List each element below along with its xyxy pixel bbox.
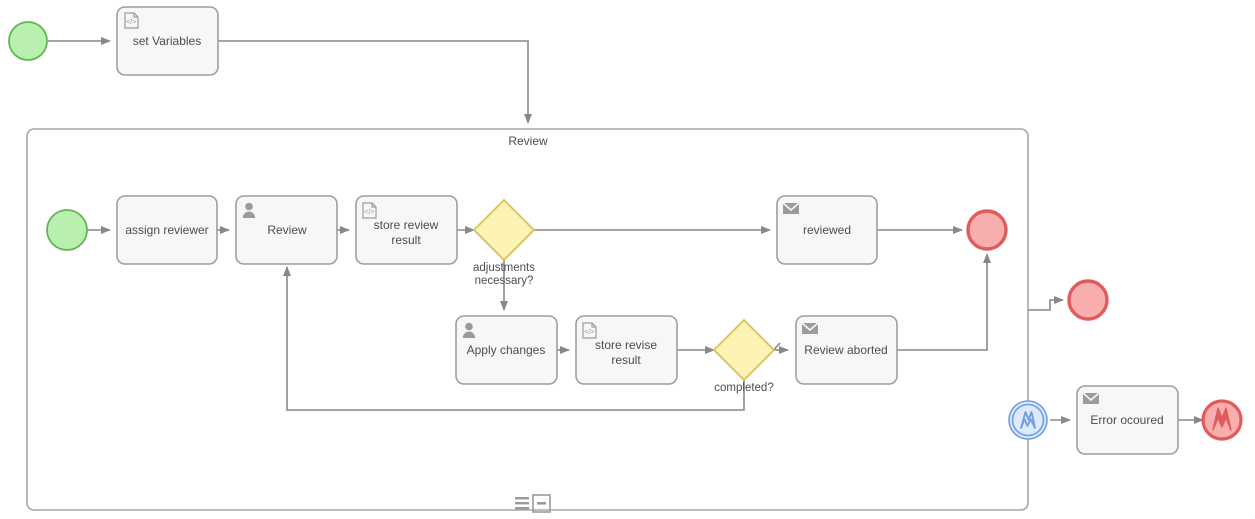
subprocess-end-event[interactable]: [1067, 279, 1109, 321]
task-assign-reviewer-label: assign reviewer: [125, 223, 208, 237]
task-store-revise-result[interactable]: </> store revise result: [575, 315, 678, 385]
error-bolt-icon: [1020, 411, 1036, 429]
svg-text:</>: </>: [126, 19, 136, 26]
task-store-review-result[interactable]: </> store review result: [355, 195, 458, 265]
task-store-review-result-box[interactable]: [355, 195, 458, 265]
user-task-icon: [462, 322, 476, 338]
flow-setvariables-to-subprocess: [218, 40, 532, 124]
task-apply-changes[interactable]: Apply changes: [455, 315, 558, 385]
parallel-multi-instance-marker: [515, 497, 529, 510]
flow-subprocess-to-endevent: [1028, 296, 1064, 311]
error-end-event[interactable]: [1201, 399, 1243, 441]
task-review[interactable]: Review: [235, 195, 338, 265]
message-task-icon: [782, 202, 800, 214]
script-task-icon: </>: [582, 322, 597, 339]
message-task-icon: [801, 322, 819, 334]
gateway-completed-label: completed?: [714, 382, 773, 394]
gateway-adjustments-necessary[interactable]: adjustments necessary?: [472, 198, 536, 287]
task-reviewed-label: reviewed: [803, 223, 851, 237]
task-store-review-result-label-line2: result: [391, 233, 421, 247]
inner-start-event[interactable]: [46, 209, 88, 251]
task-review-aborted-box[interactable]: [795, 315, 898, 385]
flow-loopback-to-review: [283, 266, 745, 411]
flow-reviewaborted-to-innerend: [897, 253, 991, 351]
svg-text:</>: </>: [364, 209, 374, 216]
sequence-flows: [48, 37, 1204, 424]
task-error-ocoured[interactable]: Error ocoured: [1076, 385, 1179, 455]
inner-end-event[interactable]: [966, 209, 1008, 251]
gateway-adjustments-label-line2: necessary?: [475, 275, 534, 287]
svg-text:</>: </>: [584, 329, 594, 336]
task-store-revise-result-box[interactable]: [575, 315, 678, 385]
task-store-revise-result-label-line2: result: [611, 353, 641, 367]
task-review-aborted-label: Review aborted: [804, 343, 887, 357]
task-set-variables[interactable]: </> set Variables: [116, 6, 219, 76]
task-store-revise-result-label-line1: store revise: [595, 338, 657, 352]
script-task-icon: </>: [362, 202, 377, 219]
task-apply-changes-box[interactable]: [455, 315, 558, 385]
task-reviewed-box[interactable]: [776, 195, 878, 265]
start-event[interactable]: [8, 21, 48, 61]
task-set-variables-box[interactable]: [116, 6, 219, 76]
task-store-review-result-label-line1: store review: [374, 218, 439, 232]
gateway-completed[interactable]: completed?: [712, 318, 776, 394]
boundary-error-event[interactable]: [1008, 400, 1048, 440]
gateway-adjustments-label-line1: adjustments: [473, 262, 535, 274]
collapse-marker[interactable]: [532, 494, 551, 513]
task-review-box[interactable]: [235, 195, 338, 265]
gateway-adjustments-shape[interactable]: [472, 198, 536, 262]
task-reviewed[interactable]: reviewed: [776, 195, 878, 265]
task-error-ocoured-label: Error ocoured: [1090, 413, 1163, 427]
gateway-completed-shape[interactable]: [712, 318, 776, 382]
boundary-error-inner-ring: [1011, 403, 1045, 437]
error-bolt-icon: [1212, 407, 1232, 431]
task-assign-reviewer-box[interactable]: [116, 195, 218, 265]
subprocess-label: Review: [508, 134, 548, 148]
task-set-variables-label: set Variables: [133, 34, 201, 48]
user-task-icon: [242, 202, 256, 218]
task-error-ocoured-box[interactable]: [1076, 385, 1179, 455]
task-assign-reviewer[interactable]: assign reviewer: [116, 195, 218, 265]
script-task-icon: </>: [124, 12, 139, 29]
task-review-aborted[interactable]: Review aborted: [795, 315, 898, 385]
task-apply-changes-label: Apply changes: [467, 343, 546, 357]
task-review-label: Review: [267, 223, 307, 237]
message-task-icon: [1082, 392, 1100, 404]
